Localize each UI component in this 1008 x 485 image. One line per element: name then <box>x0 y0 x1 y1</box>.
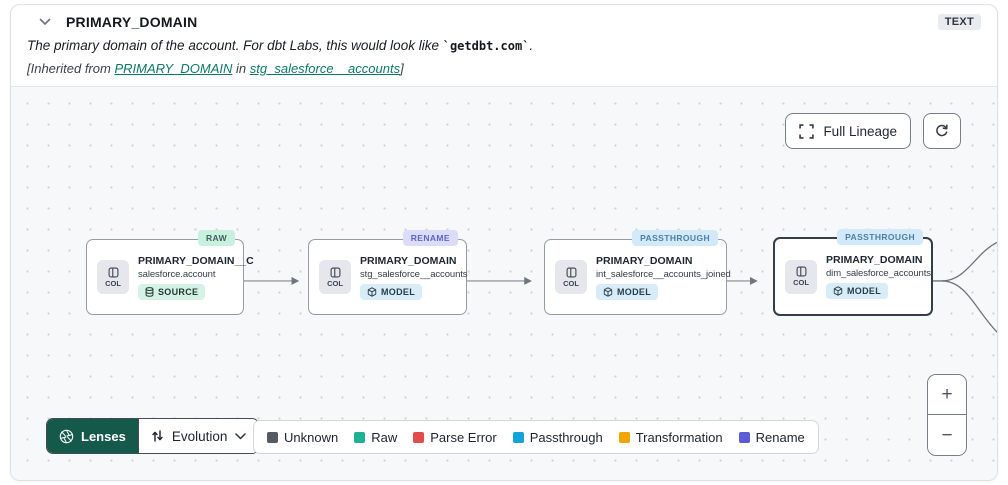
column-chip: COL <box>319 260 351 294</box>
lineage-node-staging[interactable]: RENAME COL PRIMARY_DOMAIN stg_salesforce… <box>308 230 468 315</box>
evolution-badge: RAW <box>197 230 235 246</box>
legend-swatch <box>413 431 425 443</box>
refresh-icon <box>936 124 948 137</box>
legend-swatch <box>738 431 750 443</box>
lineage-node-source[interactable]: RAW COL PRIMARY_DOMAIN__C salesforce.acc… <box>86 230 254 315</box>
resource-type-chip: SOURCE <box>138 283 206 300</box>
resource-type-chip: MODEL <box>826 283 888 299</box>
legend-item: Passthrough <box>512 430 603 445</box>
node-model-name: salesforce.account <box>138 268 216 280</box>
node-model-name: int_salesforce__accounts_joined <box>596 268 731 280</box>
zoom-in-button[interactable]: + <box>928 375 966 415</box>
evolution-badge: PASSTHROUGH <box>632 230 718 246</box>
lineage-canvas[interactable]: Full Lineage RAW COL <box>11 86 997 480</box>
node-column-name: PRIMARY_DOMAIN <box>826 254 923 266</box>
legend-swatch <box>618 431 630 443</box>
collapse-chevron-icon[interactable] <box>37 16 53 28</box>
lenses-control: Lenses Evolution <box>46 418 260 454</box>
column-chip: COL <box>555 260 587 294</box>
legend-item: Unknown <box>267 430 338 445</box>
zoom-controls: + − <box>927 374 967 456</box>
inherited-note: [Inherited from PRIMARY_DOMAIN in stg_sa… <box>27 61 404 76</box>
expand-icon <box>799 123 815 139</box>
column-description: The primary domain of the account. For d… <box>27 38 534 53</box>
legend-swatch <box>512 431 524 443</box>
column-type-badge: TEXT <box>937 14 981 30</box>
resource-type-chip: MODEL <box>360 283 422 300</box>
legend-item: Parse Error <box>413 430 497 445</box>
evolution-badge: PASSTHROUGH <box>837 229 923 245</box>
lineage-node-dim-selected[interactable]: PASSTHROUGH COL PRIMARY_DOMAIN dim_sales… <box>773 229 933 316</box>
full-lineage-button[interactable]: Full Lineage <box>785 113 911 149</box>
legend-swatch <box>267 431 278 443</box>
legend-item: Raw <box>354 430 397 445</box>
columns-icon <box>566 267 576 277</box>
database-icon <box>145 286 154 297</box>
column-lineage-panel: PRIMARY_DOMAIN TEXT The primary domain o… <box>10 4 998 481</box>
legend-item: Rename <box>738 430 805 445</box>
node-model-name: stg_salesforce__accounts <box>360 268 468 280</box>
column-chip: COL <box>97 260 129 294</box>
refresh-button[interactable] <box>923 113 961 149</box>
package-icon <box>367 286 377 297</box>
node-column-name: PRIMARY_DOMAIN <box>596 254 693 267</box>
package-icon <box>603 286 613 297</box>
lineage-node-intermediate[interactable]: PASSTHROUGH COL PRIMARY_DOMAIN int_sales… <box>544 230 731 315</box>
lens-dropdown[interactable]: Evolution <box>137 419 259 453</box>
aperture-icon <box>59 429 74 443</box>
lenses-button[interactable]: Lenses <box>47 419 138 453</box>
chevron-down-icon <box>235 432 247 439</box>
panel-header: PRIMARY_DOMAIN TEXT The primary domain o… <box>11 5 997 86</box>
resource-type-chip: MODEL <box>596 283 658 300</box>
evolution-legend: Unknown Raw Parse Error Passthrough Tran… <box>253 420 819 454</box>
evolution-badge: RENAME <box>402 230 458 246</box>
column-chip: COL <box>785 259 817 294</box>
node-column-name: PRIMARY_DOMAIN__C <box>138 254 254 267</box>
legend-item: Transformation <box>618 430 723 445</box>
page-title: PRIMARY_DOMAIN <box>66 14 198 30</box>
inherited-model-link[interactable]: stg_salesforce__accounts <box>249 61 401 76</box>
columns-icon <box>108 267 118 277</box>
zoom-out-button[interactable]: − <box>928 415 966 455</box>
node-model-name: dim_salesforce_accounts <box>826 268 931 279</box>
evolution-icon <box>152 430 163 442</box>
package-icon <box>833 286 843 296</box>
columns-icon <box>330 267 340 277</box>
node-column-name: PRIMARY_DOMAIN <box>360 254 457 267</box>
columns-icon <box>796 266 806 277</box>
inline-code: `getdbt.com` <box>442 39 530 53</box>
inherited-column-link[interactable]: PRIMARY_DOMAIN <box>114 61 233 76</box>
legend-swatch <box>354 431 366 443</box>
